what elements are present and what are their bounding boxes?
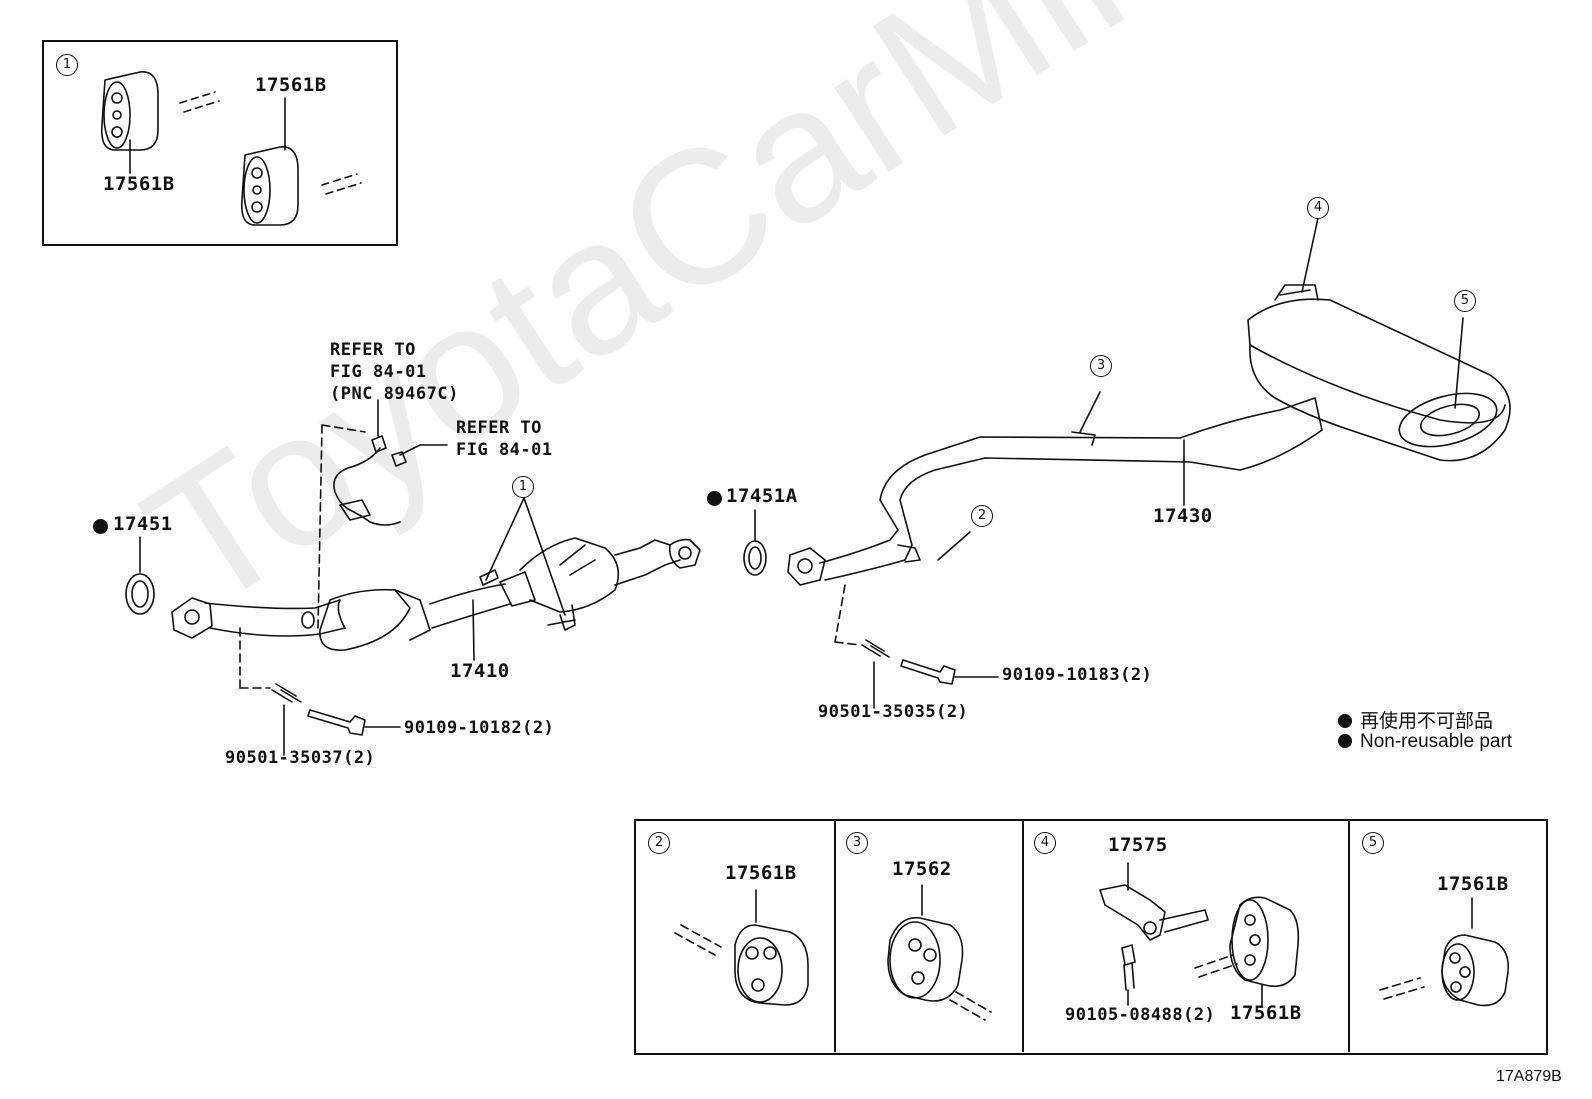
- gasket-17451-drawing: [125, 536, 155, 615]
- bolt-front-label: 90109-10182(2): [404, 718, 555, 738]
- legend-en-text: Non-reusable part: [1360, 731, 1513, 752]
- marker-5: 5: [1454, 290, 1476, 312]
- rear-bolt-drawing: [834, 584, 999, 709]
- marker-1: 1: [512, 476, 534, 498]
- panel-1-part-upper: 17561B: [255, 74, 327, 96]
- panel-2-part: 17561B: [725, 862, 797, 884]
- front-bolt-drawing: [239, 627, 401, 756]
- callout-1-leaders: [485, 497, 566, 616]
- bolt-rear-label: 90109-10183(2): [1002, 665, 1153, 685]
- panel2-hanger-drawing: [674, 889, 809, 1006]
- legend-dot-en: [1338, 734, 1352, 748]
- front-pipe-17410-drawing: [171, 537, 701, 651]
- panel-1-marker: 1: [56, 54, 78, 76]
- panel-divider-3-4: [1022, 820, 1024, 1052]
- panel-1-part-lower: 17561B: [103, 173, 175, 195]
- oxygen-sensor-drawing: [317, 399, 448, 629]
- marker-2: 2: [971, 505, 993, 527]
- panel3-hanger-drawing: [887, 884, 992, 1021]
- detail-panels-frame: [634, 819, 1548, 1055]
- panel5-hanger-drawing: [1379, 897, 1510, 1007]
- marker-4: 4: [1307, 197, 1329, 219]
- panel-4-part-bolt: 90105-08488(2): [1065, 1005, 1216, 1025]
- legend-dot-jp: [1338, 714, 1352, 728]
- panel4-bracket-drawing: [1099, 862, 1300, 1006]
- marker-3: 3: [1090, 355, 1112, 377]
- panel-4-marker: 4: [1034, 832, 1056, 854]
- legend-jp: 再使用不可部品: [1338, 706, 1493, 733]
- legend-en: Non-reusable part: [1338, 731, 1512, 753]
- refer-b-line2: FIG 84-01: [456, 440, 553, 460]
- refer-sensor-line3: (PNC 89467C): [330, 384, 459, 404]
- detail-panel-1: [42, 40, 398, 246]
- panel-2-marker: 2: [648, 832, 670, 854]
- refer-sensor-line2: FIG 84-01: [330, 362, 427, 382]
- panel-3-marker: 3: [846, 832, 868, 854]
- muffler-drawing: [1247, 217, 1511, 462]
- gasket-17451A-drawing: [743, 509, 767, 576]
- spring-rear-label: 90501-35035(2): [818, 702, 969, 722]
- gasket-17451A-label: 17451A: [726, 485, 798, 507]
- panel-4-part-bracket: 17575: [1108, 834, 1168, 856]
- tail-pipe-label: 17430: [1153, 505, 1213, 527]
- panel-5-part: 17561B: [1437, 873, 1509, 895]
- non-reusable-dot-17451A: [707, 491, 722, 506]
- panel1-hanger-drawing: [100, 71, 362, 226]
- panel-divider-2-3: [834, 820, 836, 1052]
- spring-front-label: 90501-35037(2): [225, 748, 376, 768]
- panel-4-part-hanger: 17561B: [1230, 1002, 1302, 1024]
- gasket-17451-label: 17451: [113, 513, 173, 535]
- diagram-id: 17A879B: [1496, 1068, 1562, 1085]
- non-reusable-dot-17451: [93, 519, 108, 534]
- refer-sensor-line1: REFER TO: [330, 340, 416, 360]
- panel-divider-4-5: [1348, 820, 1350, 1052]
- tail-pipe-17430-drawing: [787, 391, 1323, 586]
- panel-3-part: 17562: [892, 858, 952, 880]
- panel-5-marker: 5: [1362, 832, 1384, 854]
- refer-b-line1: REFER TO: [456, 418, 542, 438]
- legend-jp-text: 再使用不可部品: [1360, 711, 1494, 732]
- front-pipe-label: 17410: [450, 660, 510, 682]
